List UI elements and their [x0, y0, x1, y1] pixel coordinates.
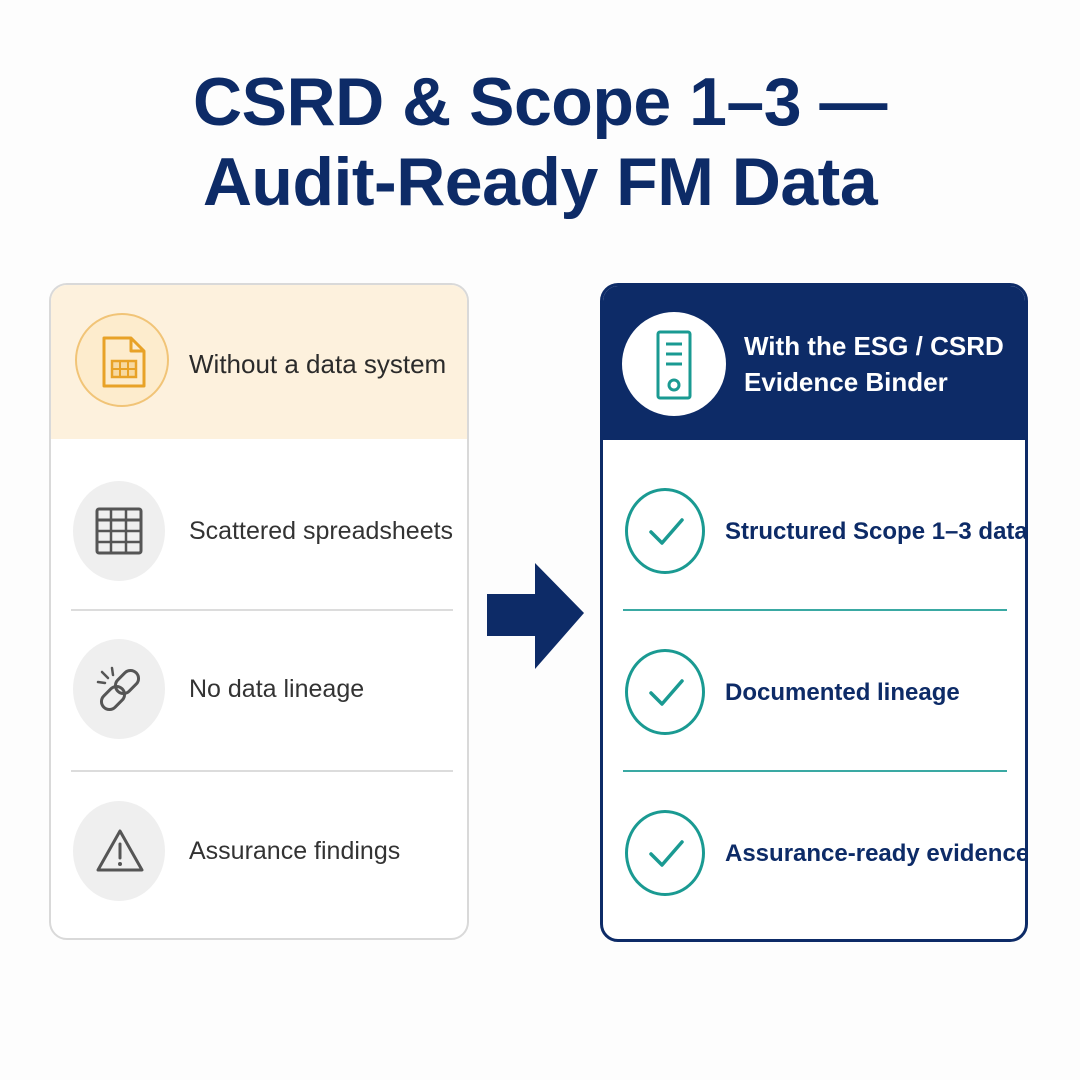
divider	[623, 770, 1007, 772]
check-circle-icon	[625, 810, 705, 896]
binder-icon	[622, 312, 726, 416]
list-item: Structured Scope 1–3 data	[625, 488, 1025, 578]
arrow-right-icon	[487, 563, 585, 674]
list-item: Scattered spreadsheets	[73, 481, 453, 581]
list-item-label: Documented lineage	[725, 679, 960, 706]
without-system-title: Without a data system	[189, 349, 447, 379]
divider	[71, 770, 453, 772]
divider	[623, 609, 1007, 611]
list-item-label: No data lineage	[189, 675, 365, 703]
list-item: Documented lineage	[625, 649, 1015, 739]
list-item-label: Scattered spreadsheets	[189, 517, 454, 545]
list-item: Assurance-ready evidence	[625, 810, 1025, 900]
title-line-1: CSRD & Scope 1–3 —	[193, 64, 887, 140]
evidence-binder-title: With the ESG / CSRD Evidence Binder	[744, 331, 1004, 397]
list-item-label: Structured Scope 1–3 data	[725, 518, 1028, 545]
broken-link-icon	[73, 639, 165, 739]
page-title: CSRD & Scope 1–3 — Audit-Ready FM Data	[0, 62, 1080, 222]
evidence-binder-header: With the ESG / CSRD Evidence Binder	[603, 286, 1025, 440]
list-item-label: Assurance findings	[189, 837, 401, 865]
without-system-card: Without a data system Scattered spreadsh…	[49, 283, 469, 940]
check-circle-icon	[625, 488, 705, 574]
spreadsheet-file-icon	[75, 313, 169, 407]
warning-triangle-icon	[73, 801, 165, 901]
without-system-header: Without a data system	[51, 285, 467, 439]
list-item-label: Assurance-ready evidence	[725, 840, 1028, 867]
check-circle-icon	[625, 649, 705, 735]
divider	[71, 609, 453, 611]
evidence-binder-card: With the ESG / CSRD Evidence Binder Stru…	[600, 283, 1028, 942]
table-grid-icon	[73, 481, 165, 581]
title-line-2: Audit-Ready FM Data	[202, 144, 878, 220]
list-item: No data lineage	[73, 639, 453, 739]
list-item: Assurance findings	[73, 801, 453, 901]
